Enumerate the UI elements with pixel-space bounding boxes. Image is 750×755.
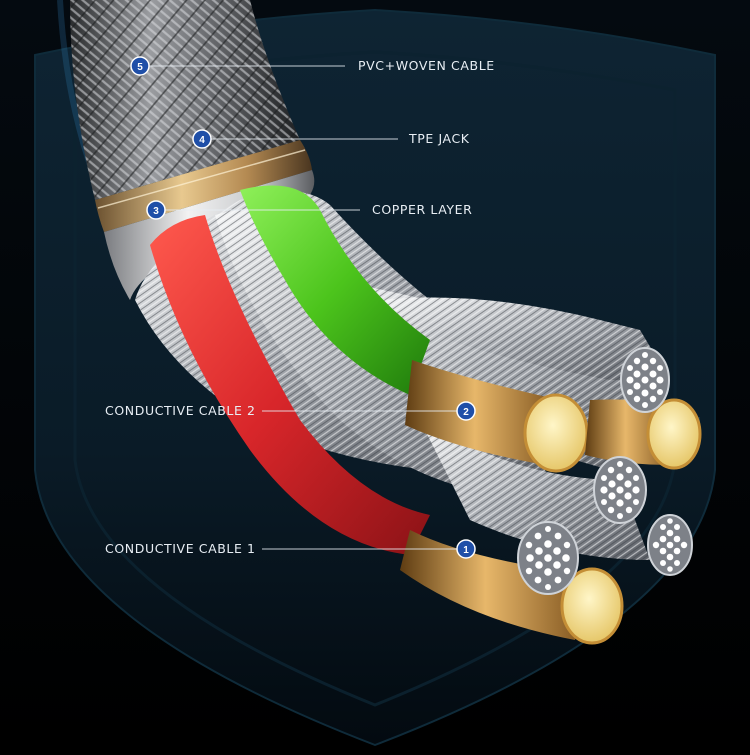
copper-conductor-2 <box>405 360 589 473</box>
svg-text:3: 3 <box>153 206 159 217</box>
svg-text:4: 4 <box>199 135 205 146</box>
callout-label-2: CONDUCTIVE CABLE 2 <box>105 403 256 418</box>
strand-end-right <box>647 514 693 576</box>
callout-label-3: COPPER LAYER <box>372 202 473 217</box>
copper-conductor-right <box>585 398 702 470</box>
callout-badge-2: 2 <box>456 401 476 421</box>
strand-end-top <box>620 347 670 413</box>
svg-text:2: 2 <box>463 407 469 418</box>
svg-text:5: 5 <box>137 62 143 73</box>
callout-label-4: TPE JACK <box>409 131 470 146</box>
callout-badge-5: 5 <box>130 56 150 76</box>
callout-badge-4: 4 <box>192 129 212 149</box>
red-conductive-wire <box>150 215 430 555</box>
leader-lines <box>148 65 458 550</box>
strand-end-lower <box>517 521 579 595</box>
callout-badge-3: 3 <box>146 200 166 220</box>
strand-end-middle <box>593 456 647 524</box>
green-conductive-wire <box>240 185 430 395</box>
braided-outer-cable <box>70 0 300 200</box>
shield-inner-border <box>73 50 677 707</box>
svg-text:1: 1 <box>463 545 469 556</box>
callout-label-5: PVC+WOVEN CABLE <box>358 58 495 73</box>
callout-label-1: CONDUCTIVE CABLE 1 <box>105 541 256 556</box>
callout-badge-1: 1 <box>456 539 476 559</box>
copper-conductor-1 <box>400 530 624 645</box>
